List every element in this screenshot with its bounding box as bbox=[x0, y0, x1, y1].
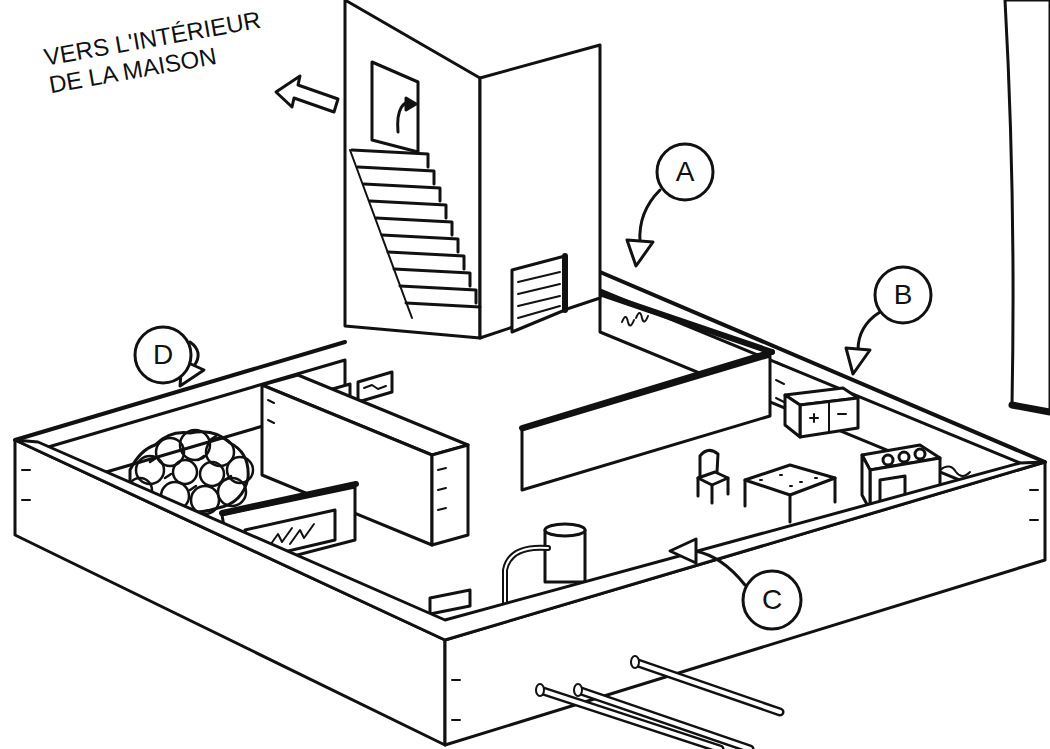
stove-cord bbox=[940, 466, 970, 476]
cabinet-detail bbox=[810, 402, 846, 432]
window-wall-rim bbox=[222, 484, 356, 513]
wall-mark bbox=[622, 313, 648, 326]
callout-circle-outline bbox=[135, 327, 191, 383]
callout-text-holder: C bbox=[741, 569, 803, 631]
callout-circle-outline bbox=[875, 267, 931, 323]
callout-letter: B bbox=[894, 281, 913, 309]
lower-steps bbox=[518, 272, 560, 318]
service-pipes bbox=[536, 656, 780, 749]
callout-circle: B bbox=[873, 265, 933, 325]
table-legs bbox=[745, 478, 835, 522]
cabinet bbox=[800, 398, 858, 437]
callout-circle: A bbox=[655, 142, 715, 202]
page-edge bbox=[1005, 0, 1050, 412]
leader-arrow-head bbox=[627, 240, 653, 266]
divider-wall-end bbox=[432, 445, 468, 545]
pipe-end bbox=[574, 684, 582, 696]
pipe-end bbox=[536, 684, 544, 696]
front-wall-rim bbox=[15, 440, 1045, 640]
pipe bbox=[578, 690, 750, 749]
callout-circle: C bbox=[741, 569, 803, 631]
callout-text-holder: D bbox=[133, 325, 193, 385]
door-arrow-head bbox=[406, 98, 416, 110]
leader-arrow-head bbox=[670, 539, 696, 563]
interior-arrow bbox=[276, 76, 338, 112]
bush-leaf bbox=[173, 460, 197, 484]
water-heater bbox=[545, 530, 585, 582]
stair-tower-left bbox=[345, 0, 480, 338]
callout-text-holder: A bbox=[655, 142, 715, 202]
leader-arrow bbox=[858, 312, 880, 350]
table-texture bbox=[760, 475, 817, 486]
callout-circle-outline bbox=[657, 144, 713, 200]
stove-knob bbox=[899, 452, 909, 462]
lower-door bbox=[512, 256, 565, 332]
pipe-inner bbox=[540, 690, 720, 749]
callout-letter: A bbox=[676, 158, 695, 186]
pipe bbox=[635, 662, 780, 712]
pipe-end bbox=[631, 656, 639, 668]
stair-stringer bbox=[350, 150, 412, 318]
callout-circle-outline bbox=[743, 571, 801, 629]
stove-knob bbox=[883, 455, 893, 465]
chair bbox=[698, 450, 728, 503]
table bbox=[745, 465, 835, 495]
door-frame bbox=[562, 256, 568, 310]
pipe-inner bbox=[578, 690, 750, 749]
ink-drawing bbox=[15, 0, 1050, 749]
leader-arrow bbox=[640, 190, 660, 242]
callout-circle: D bbox=[133, 325, 193, 385]
leader-arrow-head bbox=[846, 348, 870, 374]
bush-scribble bbox=[150, 436, 231, 490]
pipe bbox=[540, 690, 720, 749]
callout-letter: D bbox=[153, 341, 173, 369]
bush-leaf bbox=[200, 462, 224, 486]
pipe-inner bbox=[635, 662, 780, 712]
wall-panel bbox=[430, 590, 470, 614]
direction-note: VERS L'INTÉRIEUR DE LA MAISON bbox=[42, 1, 298, 99]
leader-arrow bbox=[695, 551, 745, 585]
water-heater-top bbox=[545, 524, 585, 536]
staircase bbox=[352, 150, 480, 307]
cabinet bbox=[785, 395, 800, 437]
wall-hatch bbox=[776, 362, 784, 402]
wall-hatch bbox=[22, 470, 1038, 720]
stair-tower-right bbox=[480, 45, 600, 338]
room-b-side-rim bbox=[602, 294, 772, 352]
wall-hatch bbox=[268, 400, 446, 510]
room-b-wall bbox=[522, 356, 770, 490]
chair bbox=[698, 472, 728, 485]
stove bbox=[862, 455, 870, 510]
stove-knob bbox=[915, 449, 925, 459]
upper-door bbox=[372, 62, 418, 152]
callout-text-holder: B bbox=[873, 265, 933, 325]
page-edge-shadow bbox=[1012, 405, 1050, 412]
room-b-wall-rim bbox=[522, 352, 772, 428]
callout-letter: C bbox=[762, 586, 782, 614]
